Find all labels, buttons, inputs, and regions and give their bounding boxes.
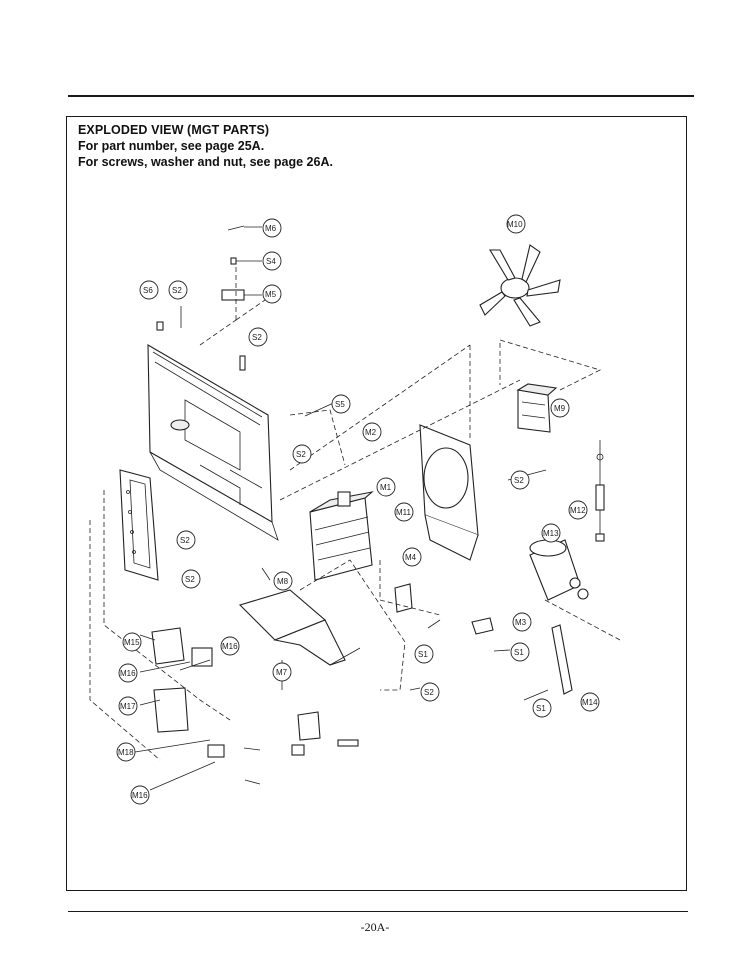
svg-text:M8: M8 <box>277 577 289 586</box>
svg-text:M4: M4 <box>405 553 417 562</box>
callout-m15: M15 <box>122 632 142 652</box>
magnetron <box>309 491 374 581</box>
callout-s2-m2: S2 <box>292 444 312 464</box>
bottom-rule <box>68 911 688 913</box>
callout-s2-top: S2 <box>168 280 188 300</box>
screws-note: For screws, washer and nut, see page 26A… <box>78 155 333 169</box>
svg-text:M18: M18 <box>118 748 134 757</box>
svg-text:S2: S2 <box>172 286 182 295</box>
callout-s2-bottom: S2 <box>420 682 440 702</box>
callout-m11: M11 <box>394 502 414 522</box>
chassis-panel <box>147 344 279 541</box>
svg-text:M16: M16 <box>222 642 238 651</box>
svg-text:S5: S5 <box>335 400 345 409</box>
callout-m2: M2 <box>362 422 382 442</box>
svg-text:M16: M16 <box>120 669 136 678</box>
hv-diode <box>551 624 573 695</box>
part-number-note: For part number, see page 25A. <box>78 139 265 153</box>
callout-m14: M14 <box>580 692 600 712</box>
svg-text:M2: M2 <box>365 428 377 437</box>
svg-text:S1: S1 <box>536 704 546 713</box>
svg-text:S2: S2 <box>252 333 262 342</box>
callout-m3: M3 <box>512 612 532 632</box>
callout-s6: S6 <box>139 280 159 300</box>
svg-text:M11: M11 <box>396 508 412 517</box>
svg-text:M16: M16 <box>132 791 148 800</box>
callout-m6: M6 <box>262 218 282 238</box>
callout-s2-mid: S2 <box>248 327 268 347</box>
fan-orifice <box>419 424 479 561</box>
svg-text:M14: M14 <box>582 698 598 707</box>
svg-text:M9: M9 <box>554 404 566 413</box>
svg-text:S2: S2 <box>424 688 434 697</box>
svg-text:S6: S6 <box>143 286 153 295</box>
diagram-title: EXPLODED VIEW (MGT PARTS) <box>78 123 270 137</box>
svg-text:M10: M10 <box>507 220 523 229</box>
hv-capacitor <box>529 539 589 601</box>
callout-m16-b: M16 <box>118 663 138 683</box>
svg-text:M15: M15 <box>124 638 140 647</box>
door-switches <box>151 627 359 758</box>
callout-m17: M17 <box>118 696 138 716</box>
svg-text:M3: M3 <box>515 618 527 627</box>
svg-text:M12: M12 <box>570 506 586 515</box>
callout-s1-mid: S1 <box>414 644 434 664</box>
svg-text:M7: M7 <box>276 668 288 677</box>
diagram-frame <box>66 116 687 891</box>
callout-m1: M1 <box>376 477 396 497</box>
callout-s1-bottom: S1 <box>532 698 552 718</box>
callout-m13: M13 <box>541 523 561 543</box>
thermal-cutout <box>394 583 494 635</box>
top-rule <box>68 95 694 97</box>
svg-text:M6: M6 <box>265 224 277 233</box>
callout-m18: M18 <box>116 742 136 762</box>
fan-blade <box>479 244 561 327</box>
callout-m16-c: M16 <box>130 785 150 805</box>
svg-text:M17: M17 <box>120 702 136 711</box>
diagram-heading: EXPLODED VIEW (MGT PARTS) For part numbe… <box>78 122 333 170</box>
callout-s1-right: S1 <box>510 642 530 662</box>
callout-s5: S5 <box>331 394 351 414</box>
svg-text:S2: S2 <box>296 450 306 459</box>
top-small-parts <box>156 225 246 371</box>
svg-text:M5: M5 <box>265 290 277 299</box>
callout-s2-left2: S2 <box>181 569 201 589</box>
side-bracket <box>119 469 159 581</box>
callout-m10: M10 <box>506 214 526 234</box>
svg-text:S2: S2 <box>180 536 190 545</box>
callout-m7: M7 <box>272 662 292 682</box>
fan-motor <box>516 383 558 433</box>
callout-m12: M12 <box>568 500 588 520</box>
callout-s2-left1: S2 <box>176 530 196 550</box>
svg-text:S2: S2 <box>185 575 195 584</box>
callout-m16-a: M16 <box>220 636 240 656</box>
svg-text:S2: S2 <box>514 476 524 485</box>
svg-text:M13: M13 <box>543 529 559 538</box>
svg-text:S4: S4 <box>266 257 276 266</box>
callout-s2-right: S2 <box>510 470 530 490</box>
hv-fuse <box>595 440 605 542</box>
callout-m4: M4 <box>402 547 422 567</box>
waveguide <box>238 589 361 666</box>
svg-text:M1: M1 <box>380 483 392 492</box>
page-number: -20A- <box>360 920 390 934</box>
svg-text:S1: S1 <box>514 648 524 657</box>
callout-s4: S4 <box>262 251 282 271</box>
callout-m8: M8 <box>273 571 293 591</box>
callout-m5: M5 <box>262 284 282 304</box>
callout-m9: M9 <box>550 398 570 418</box>
svg-text:S1: S1 <box>418 650 428 659</box>
